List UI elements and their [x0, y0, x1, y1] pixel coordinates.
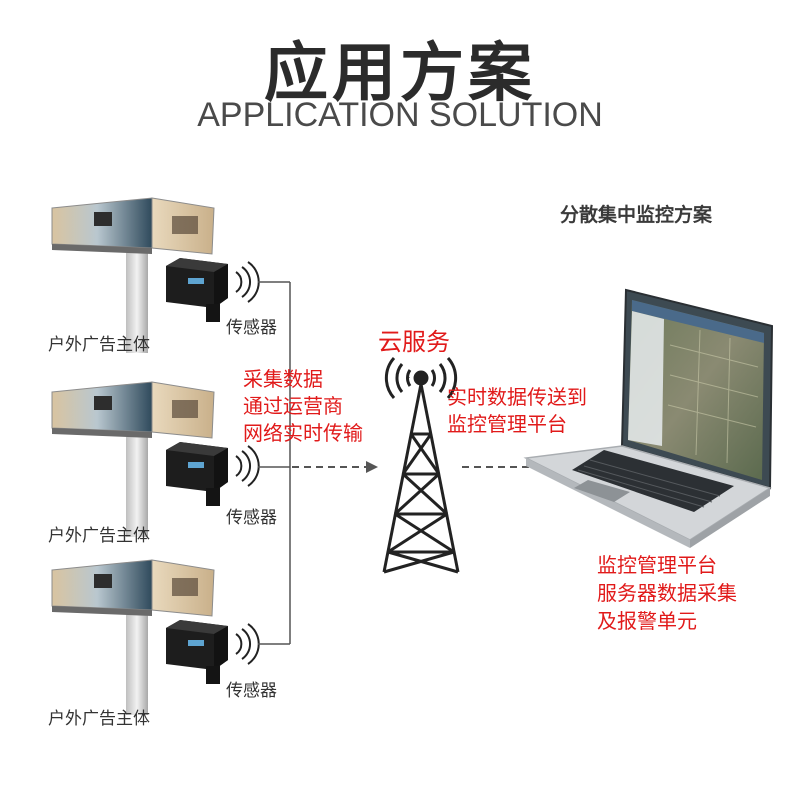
page-title: 应用方案 — [264, 37, 536, 111]
platform-line-3: 及报警单元 — [597, 609, 697, 633]
sensor-label-3: 传感器 — [226, 681, 277, 701]
ad-label-2: 户外广告主体 — [48, 526, 150, 546]
transfer-text: 实时数据传送到 监控管理平台 — [447, 384, 587, 438]
collect-data-text: 采集数据 通过运营商 网络实时传输 — [243, 366, 363, 447]
platform-line-1: 监控管理平台 — [597, 553, 717, 577]
cloud-service-label: 云服务 — [378, 328, 450, 356]
collect-line-1: 采集数据 — [243, 367, 323, 391]
sensor-label-1: 传感器 — [226, 318, 277, 338]
laptop — [523, 288, 774, 548]
platform-line-2: 服务器数据采集 — [597, 581, 737, 605]
sensor-2 — [165, 441, 260, 507]
collect-line-2: 通过运营商 — [243, 394, 343, 418]
scheme-title: 分散集中监控方案 — [560, 204, 713, 226]
transfer-line-2: 监控管理平台 — [447, 412, 567, 436]
sensor-label-2: 传感器 — [226, 508, 277, 528]
sensor-connector-lines — [258, 281, 291, 645]
ad-label-3: 户外广告主体 — [48, 709, 150, 729]
page-subtitle: APPLICATION SOLUTION — [197, 96, 603, 134]
laptop-sidebar — [628, 311, 664, 446]
arrow-to-tower — [292, 461, 378, 473]
sensor-3 — [165, 619, 260, 685]
communication-tower — [382, 357, 460, 574]
collect-line-3: 网络实时传输 — [243, 421, 363, 445]
ad-label-1: 户外广告主体 — [48, 335, 150, 355]
laptop-touchpad — [574, 480, 630, 502]
transfer-line-1: 实时数据传送到 — [447, 385, 587, 409]
platform-text: 监控管理平台 服务器数据采集 及报警单元 — [597, 551, 737, 635]
